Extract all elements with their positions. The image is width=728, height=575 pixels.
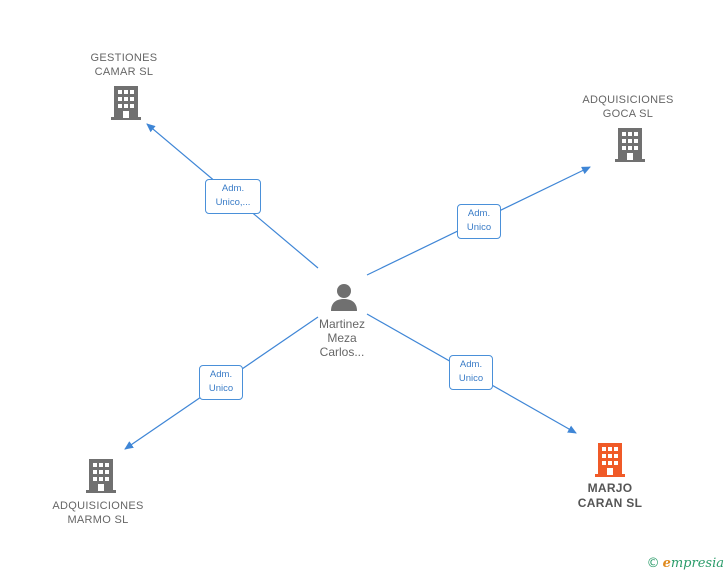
company-label-marjo[interactable]: MARJO CARAN SL bbox=[577, 481, 643, 510]
copyright-icon: © bbox=[646, 556, 660, 571]
person-name-line-1: Martinez bbox=[318, 317, 365, 331]
relation-detail: Unico bbox=[458, 373, 484, 384]
relation-label-goca[interactable]: Adm. Unico bbox=[457, 204, 501, 239]
company-label-goca[interactable]: ADQUISICIONES GOCA SL bbox=[582, 94, 674, 120]
brand-logo-initial: e bbox=[662, 556, 671, 571]
person-icon[interactable] bbox=[329, 282, 359, 312]
relation-label-gestiones[interactable]: Adm. Unico,... bbox=[205, 179, 261, 214]
relation-role: Adm. bbox=[221, 183, 245, 194]
relation-role: Adm. bbox=[467, 208, 491, 219]
relation-label-marjo[interactable]: Adm. Unico bbox=[449, 355, 493, 390]
relation-role: Adm. bbox=[209, 369, 233, 380]
company-label-marmo[interactable]: ADQUISICIONES MARMO SL bbox=[52, 500, 144, 526]
person-name[interactable]: Martinez Meza Carlos... bbox=[300, 317, 384, 359]
person-name-line-3: Carlos... bbox=[319, 345, 365, 359]
relation-label-marmo[interactable]: Adm. Unico bbox=[199, 365, 243, 400]
brand-logo-text: mpresia bbox=[670, 556, 724, 571]
relation-role: Adm. bbox=[459, 359, 483, 370]
building-icon[interactable] bbox=[615, 128, 645, 162]
relation-detail: Unico,... bbox=[215, 197, 251, 208]
building-icon[interactable] bbox=[111, 86, 141, 120]
building-icon[interactable] bbox=[595, 443, 625, 477]
person-name-line-2: Meza bbox=[327, 331, 357, 345]
relation-detail: Unico bbox=[466, 222, 492, 233]
relation-detail: Unico bbox=[208, 383, 234, 394]
building-icon[interactable] bbox=[86, 459, 116, 493]
company-label-gestiones[interactable]: GESTIONES CAMAR SL bbox=[90, 52, 158, 78]
brand-footer: ©empresia bbox=[647, 556, 724, 571]
